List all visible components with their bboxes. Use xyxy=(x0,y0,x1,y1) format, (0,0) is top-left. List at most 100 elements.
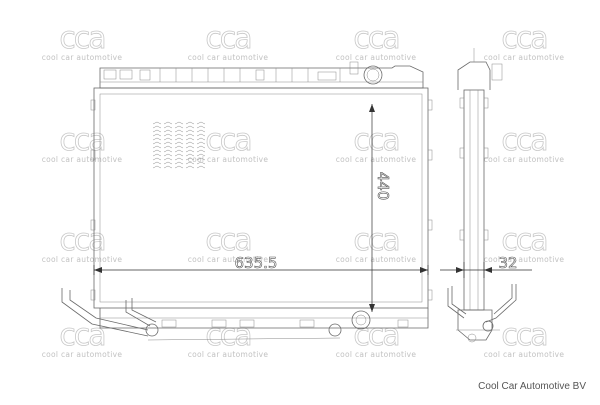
fin-mark xyxy=(185,129,195,133)
watermark-text: cool car automotive xyxy=(188,255,269,264)
fin-mark xyxy=(185,165,195,169)
fin-mark xyxy=(152,161,162,165)
fin-mark xyxy=(196,137,206,141)
fin-mark xyxy=(152,165,162,169)
fin-mark xyxy=(163,145,173,149)
fin-mark xyxy=(163,141,173,145)
watermark-logo: cca xyxy=(205,123,250,158)
radiator-core xyxy=(93,87,429,309)
fin-mark xyxy=(196,153,206,157)
fin-mark xyxy=(174,153,184,157)
core-fin-detail xyxy=(152,121,206,169)
watermark-logo: cca xyxy=(353,223,398,258)
fin-mark xyxy=(185,149,195,153)
watermark-logo: cca xyxy=(353,318,398,353)
fin-mark xyxy=(174,137,184,141)
watermark-text: cool car automotive xyxy=(42,255,123,264)
fin-mark xyxy=(152,153,162,157)
watermark-text: cool car automotive xyxy=(188,155,269,164)
watermark-text: cool car automotive xyxy=(484,53,565,62)
watermark-logo: cca xyxy=(353,123,398,158)
fin-mark xyxy=(163,137,173,141)
fin-mark xyxy=(163,129,173,133)
watermark-logo: cca xyxy=(59,223,104,258)
fin-mark xyxy=(185,153,195,157)
radiator-side-view xyxy=(447,48,517,343)
fin-mark xyxy=(185,145,195,149)
watermark-logo: cca xyxy=(205,223,250,258)
fin-mark xyxy=(196,125,206,129)
fin-mark xyxy=(152,133,162,137)
watermark-text: cool car automotive xyxy=(188,53,269,62)
fin-mark xyxy=(163,165,173,169)
watermark-logo: cca xyxy=(59,123,104,158)
fin-mark xyxy=(174,145,184,149)
fin-mark xyxy=(196,145,206,149)
watermark-logo: cca xyxy=(59,318,104,353)
fin-mark xyxy=(196,149,206,153)
fin-mark xyxy=(185,161,195,165)
watermark-text: cool car automotive xyxy=(42,53,123,62)
fin-mark xyxy=(196,165,206,169)
height-dimension: 440 xyxy=(369,104,392,312)
fin-mark xyxy=(174,149,184,153)
depth-dimension-label: 32 xyxy=(498,254,517,272)
company-credit: Cool Car Automotive BV xyxy=(478,381,586,392)
watermark-logo: cca xyxy=(205,21,250,56)
watermark-text: cool car automotive xyxy=(188,350,269,359)
fin-mark xyxy=(152,125,162,129)
fin-mark xyxy=(174,121,184,125)
fin-mark xyxy=(196,157,206,161)
fin-mark xyxy=(196,121,206,125)
watermark-logo: cca xyxy=(59,21,104,56)
fin-mark xyxy=(185,121,195,125)
watermark-text: cool car automotive xyxy=(336,155,417,164)
watermark-logo: cca xyxy=(501,318,546,353)
fin-mark xyxy=(152,149,162,153)
fin-mark xyxy=(196,161,206,165)
fin-mark xyxy=(196,129,206,133)
bottom-outlet xyxy=(351,310,371,330)
fin-mark xyxy=(196,133,206,137)
radiator-front-view xyxy=(61,61,433,341)
fin-mark xyxy=(174,141,184,145)
fin-mark xyxy=(185,125,195,129)
fin-mark xyxy=(196,141,206,145)
fin-mark xyxy=(174,133,184,137)
watermark-text: cool car automotive xyxy=(484,350,565,359)
watermark-text: cool car automotive xyxy=(336,53,417,62)
fin-mark xyxy=(152,145,162,149)
fin-mark xyxy=(152,141,162,145)
watermark-logo: cca xyxy=(205,318,250,353)
fin-mark xyxy=(185,133,195,137)
fin-mark xyxy=(163,125,173,129)
height-dimension-label: 440 xyxy=(374,172,392,201)
fin-mark xyxy=(174,125,184,129)
width-dimension: 635.5 xyxy=(93,254,429,275)
fin-mark xyxy=(152,157,162,161)
watermark-logo: cca xyxy=(353,21,398,56)
filler-cap xyxy=(363,65,383,85)
watermark-logo: cca xyxy=(501,123,546,158)
watermark-text: cool car automotive xyxy=(484,255,565,264)
fin-mark xyxy=(174,129,184,133)
fin-mark xyxy=(185,137,195,141)
fin-mark xyxy=(163,133,173,137)
fin-mark xyxy=(163,121,173,125)
watermark-logo: cca xyxy=(501,21,546,56)
depth-dimension: 32 xyxy=(440,254,532,278)
fin-mark xyxy=(174,165,184,169)
fin-mark xyxy=(163,157,173,161)
fin-mark xyxy=(152,121,162,125)
fin-mark xyxy=(163,153,173,157)
watermark-text: cool car automotive xyxy=(42,155,123,164)
watermark-text: cool car automotive xyxy=(484,155,565,164)
fin-mark xyxy=(185,157,195,161)
fin-mark xyxy=(152,137,162,141)
watermark-text: cool car automotive xyxy=(42,350,123,359)
watermark-logo: cca xyxy=(501,223,546,258)
fin-mark xyxy=(174,157,184,161)
